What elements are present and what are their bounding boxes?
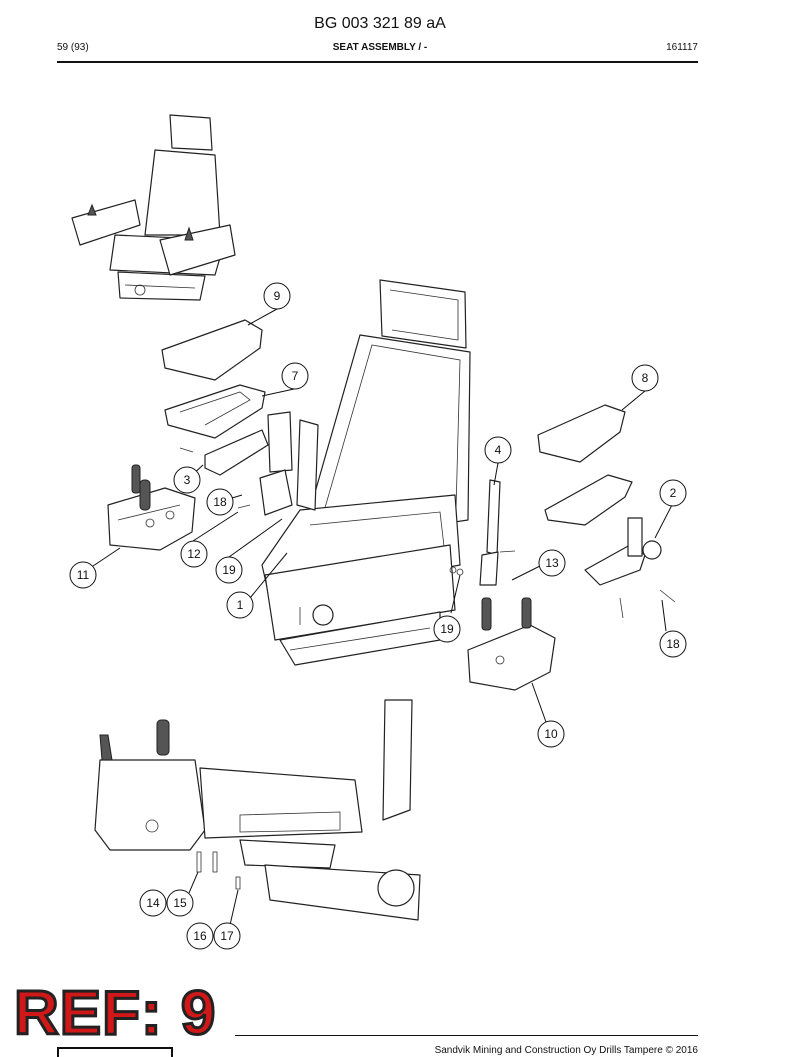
callout-4: 4 xyxy=(484,436,512,464)
date-code: 161117 xyxy=(666,42,698,53)
callout-18-left-label: 18 xyxy=(213,495,227,509)
callout-1-label: 1 xyxy=(237,598,244,612)
callout-14: 14 xyxy=(139,889,167,917)
header-rule xyxy=(57,61,698,63)
callout-18-right-label: 18 xyxy=(666,637,680,651)
callout-3-label: 3 xyxy=(184,473,191,487)
callout-13: 13 xyxy=(538,549,566,577)
copyright-text: Sandvik Mining and Construction Oy Drill… xyxy=(434,1045,698,1056)
callout-10: 10 xyxy=(537,720,565,748)
callout-18-right: 18 xyxy=(659,630,687,658)
detail-view-illustration xyxy=(94,699,421,921)
page-number: 59 (93) xyxy=(57,42,89,53)
callout-2: 2 xyxy=(659,479,687,507)
callout-18-left: 18 xyxy=(206,488,234,516)
callout-7-label: 7 xyxy=(292,369,299,383)
callout-17: 17 xyxy=(213,922,241,950)
callout-19-left-label: 19 xyxy=(222,563,236,577)
section-title: SEAT ASSEMBLY / - xyxy=(332,42,428,53)
armrest-pad-left xyxy=(161,319,263,381)
overview-seat-illustration xyxy=(71,114,236,301)
callout-13-label: 13 xyxy=(545,556,559,570)
main-seat-illustration xyxy=(261,279,471,666)
callout-4-label: 4 xyxy=(495,443,502,457)
callout-3: 3 xyxy=(173,466,201,494)
callout-17-label: 17 xyxy=(220,929,234,943)
callout-8: 8 xyxy=(631,364,659,392)
callout-9: 9 xyxy=(263,282,291,310)
callout-19-left: 19 xyxy=(215,556,243,584)
armrest-pad-right xyxy=(537,404,626,463)
callout-15: 15 xyxy=(166,889,194,917)
callout-12-label: 12 xyxy=(187,547,201,561)
footer-rule xyxy=(235,1035,698,1036)
callout-9-label: 9 xyxy=(274,289,281,303)
ref-stamp: REF: 9 xyxy=(12,979,217,1048)
callout-14-label: 14 xyxy=(146,896,160,910)
callout-11-label: 11 xyxy=(77,568,90,582)
callout-10-label: 10 xyxy=(544,727,558,741)
brand-logo-box xyxy=(57,1047,173,1057)
callout-15-label: 15 xyxy=(173,896,187,910)
callout-12: 12 xyxy=(180,540,208,568)
callout-16-label: 16 xyxy=(193,929,207,943)
control-box-right xyxy=(467,624,556,691)
seat-bracket-right xyxy=(486,479,501,556)
armrest-bracket-left xyxy=(164,384,266,439)
armrest-bracket-right xyxy=(544,474,633,526)
callout-16: 16 xyxy=(186,922,214,950)
callout-2-label: 2 xyxy=(670,486,677,500)
callout-19-right-label: 19 xyxy=(440,622,454,636)
document-number: BG 003 321 89 aA xyxy=(314,15,446,32)
callout-8-label: 8 xyxy=(642,371,649,385)
callout-7: 7 xyxy=(281,362,309,390)
callout-19-right: 19 xyxy=(433,615,461,643)
callout-11: 11 xyxy=(69,561,97,589)
callout-1: 1 xyxy=(226,591,254,619)
support-bracket-left xyxy=(204,429,269,476)
